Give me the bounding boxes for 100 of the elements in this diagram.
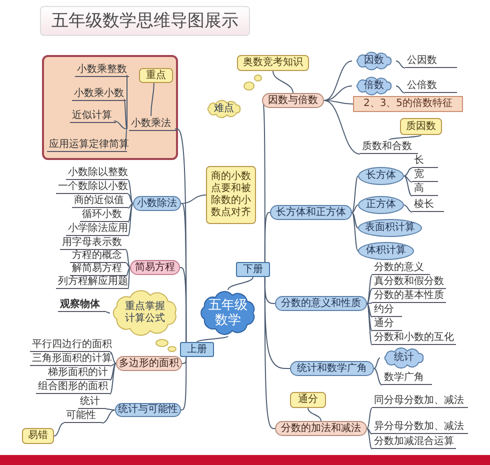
topic-pill: 因数与倍数 [262, 93, 324, 108]
topic-label: 观察物体 [58, 298, 106, 312]
connector-line [272, 70, 294, 94]
topic-label: 三角形面积的计算 [30, 353, 110, 366]
connector-line [352, 212, 358, 228]
connector-line [128, 203, 134, 236]
connector-line [324, 100, 360, 154]
connector-line [366, 428, 372, 434]
topic-label: 长 [412, 155, 438, 168]
connector-line [324, 86, 352, 101]
topic-label: 一个数除以小数 [56, 181, 128, 194]
topic-label: 小学除法应用 [66, 223, 128, 236]
topic-label: 商的近似值 [72, 195, 128, 208]
connector-line [352, 204, 358, 213]
connector-line [106, 312, 110, 314]
topic-pill: 分数的意义和性质 [275, 296, 367, 311]
topic-label: 公倍数 [405, 79, 457, 93]
topic-ellipse: 正方体 [358, 196, 404, 214]
connector-line [308, 408, 322, 422]
connector-line [180, 194, 206, 204]
connector-line [396, 86, 406, 94]
connector-line [366, 303, 372, 332]
topic-label: 约分 [372, 304, 402, 317]
highlight-box: 2、3、5的倍数特征 [353, 96, 463, 112]
connector-line [114, 120, 128, 130]
connector-line [106, 408, 116, 410]
topic-pill: 简易方程 [130, 260, 180, 275]
topic-label: 数学广角 [382, 372, 432, 385]
topic-label: 分数加减混合运算 [372, 436, 456, 449]
connector-line [352, 176, 358, 213]
connector-line [404, 176, 412, 182]
topic-pill: 小数除法 [133, 196, 181, 211]
topic-label: 分数的意义 [372, 262, 430, 275]
title: 五年级数学思维导图展示 [40, 6, 250, 36]
connector-line [110, 363, 116, 394]
connector-line [404, 176, 412, 196]
connector-line [128, 194, 134, 204]
callout-note: 易错 [22, 428, 54, 444]
topic-label: 平行四边行的面积 [30, 339, 110, 352]
topic-label: 同分母分数加、减法 [372, 395, 468, 408]
topic-label: 分数的基本性质 [372, 290, 446, 303]
connector-line [264, 212, 270, 262]
connector-line [110, 363, 116, 380]
connector-line [352, 212, 358, 252]
connector-line [128, 203, 134, 222]
topic-label: 用字母表示数 [60, 237, 126, 250]
connector-line [366, 302, 372, 304]
connector-line [126, 267, 130, 276]
topic-ellipse: 表面积计算 [358, 219, 422, 237]
connector-line [404, 204, 412, 212]
connector-line [128, 203, 134, 208]
connector-line [128, 267, 130, 290]
connector-line [366, 408, 372, 429]
topic-label: 解简易方程 [70, 263, 126, 276]
connector-line [126, 250, 130, 268]
connector-line [404, 168, 412, 176]
connector-line [54, 422, 64, 436]
connector-line [126, 74, 128, 130]
topic-ellipse: 长方体 [358, 167, 404, 185]
connector-line [366, 428, 372, 450]
topic-pill: 统计和数学广角 [290, 361, 374, 376]
connector-line [180, 267, 187, 342]
topic-ellipse: 体积计算 [358, 242, 414, 260]
connector-line [110, 363, 116, 366]
topic-label: 梯形面积的计 [46, 367, 110, 380]
callout-note: 通分 [290, 392, 326, 408]
topic-pill: 多边形的面积 [116, 356, 182, 371]
topic-label: 真分数和假分数 [372, 276, 446, 289]
callout-note: 商的小数点要和被除数的小数点对齐 [206, 166, 256, 224]
callout-note: 重点 [139, 68, 173, 83]
connector-line [180, 356, 187, 410]
connector-line [126, 262, 130, 268]
topic-label: 小数乘整数 [75, 64, 129, 77]
connector-line [366, 303, 372, 318]
topic-label: 质数和合数 [360, 140, 418, 154]
connector-line [366, 303, 372, 346]
connector-line [388, 134, 422, 140]
topic-label: 异分母分数加、减法 [372, 421, 468, 434]
topic-label: 小数乘小数 [72, 88, 126, 101]
topic-label: 列方程解应用题 [56, 276, 128, 289]
topic-label: 通分 [372, 318, 402, 331]
callout-note: 质因数 [400, 118, 442, 135]
topic-label: 小数除以整数 [66, 167, 128, 180]
highlight-panel [42, 55, 178, 160]
connector-line [128, 180, 134, 204]
topic-pill: 统计与可能性 [115, 403, 181, 417]
connector-line [264, 276, 276, 429]
topic-label: 小数乘法 [129, 118, 177, 131]
connector-line [110, 352, 116, 364]
connector-line [124, 98, 128, 130]
topic-label: 宽 [412, 169, 438, 182]
connector-line [228, 276, 254, 290]
connector-line [324, 100, 354, 104]
topic-label: 组合图形的面积 [36, 381, 110, 394]
topic-label: 公因数 [405, 54, 457, 68]
topic-label: 统计 [78, 396, 106, 409]
branch-tag: 下册 [236, 262, 270, 277]
topic-pill: 分数的加法和减法 [275, 421, 367, 436]
branch-tag: 上册 [180, 342, 214, 357]
topic-label: 可能性 [64, 410, 102, 423]
